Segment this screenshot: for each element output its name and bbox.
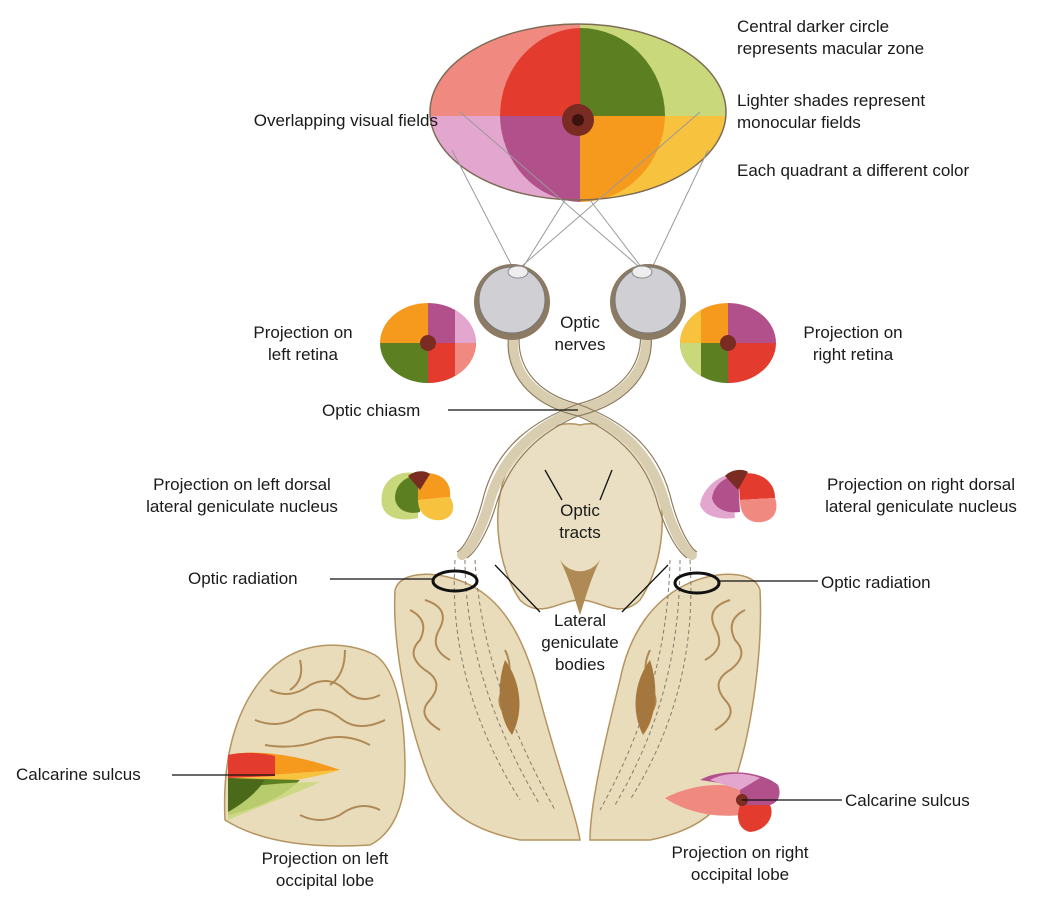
right-eye	[610, 264, 686, 340]
right-retina-projection	[677, 300, 778, 385]
left-lgn-projection	[382, 471, 454, 520]
note-macular-zone: Central darker circle represents macular…	[737, 16, 1037, 60]
left-occipital-lobe	[225, 645, 405, 846]
label-optic-chiasm: Optic chiasm	[322, 400, 452, 422]
label-projection-right-occipital: Projection on right occipital lobe	[640, 842, 840, 886]
label-projection-right-lgn: Projection on right dorsal lateral genic…	[790, 474, 1052, 518]
left-retina-projection	[378, 300, 479, 385]
label-optic-radiation-left: Optic radiation	[188, 568, 330, 590]
label-lateral-geniculate-bodies: Lateral geniculate bodies	[520, 610, 640, 676]
label-overlapping-visual-fields: Overlapping visual fields	[190, 110, 438, 132]
note-quadrant-colors: Each quadrant a different color	[737, 160, 1037, 182]
overlapping-visual-fields	[420, 20, 740, 216]
label-optic-radiation-right: Optic radiation	[821, 572, 963, 594]
label-projection-left-lgn: Projection on left dorsal lateral genicu…	[112, 474, 372, 518]
label-optic-nerves: Optic nerves	[540, 312, 620, 356]
label-calcarine-sulcus-left: Calcarine sulcus	[16, 764, 176, 786]
label-projection-left-retina: Projection on left retina	[228, 322, 378, 366]
right-lgn-projection	[700, 470, 776, 522]
left-eye	[474, 264, 550, 340]
note-monocular-fields: Lighter shades represent monocular field…	[737, 90, 1037, 134]
label-optic-tracts: Optic tracts	[540, 500, 620, 544]
label-calcarine-sulcus-right: Calcarine sulcus	[845, 790, 1015, 812]
label-projection-left-occipital: Projection on left occipital lobe	[230, 848, 420, 892]
label-projection-right-retina: Projection on right retina	[778, 322, 928, 366]
binocular-lower-right	[580, 116, 665, 202]
